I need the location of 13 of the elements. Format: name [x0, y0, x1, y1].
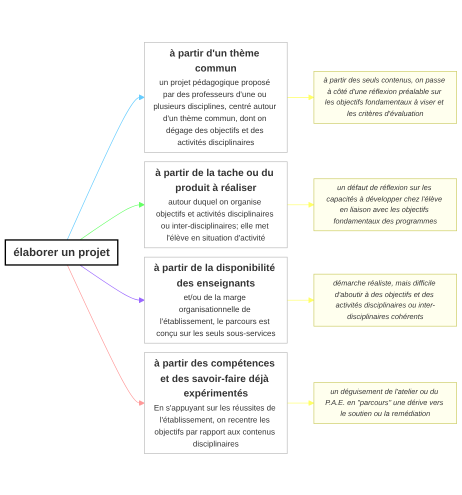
arrow — [286, 296, 314, 303]
node-box: élaborer un projet — [4, 238, 118, 266]
arrow — [79, 264, 145, 303]
arrow — [67, 264, 145, 406]
node-box: à partir de la tache ou du produit à réaliser autour duquel on organise objectifs et activités disciplinaires ou inter-disciplinaires; elle met l'élève en situation d'activité — [144, 160, 288, 248]
arrow — [286, 400, 314, 406]
arrow — [66, 94, 145, 240]
arrow — [79, 201, 145, 240]
node-box: à partir d'un thème commun un projet pédagogique proposé par des professeurs d'une ou plusieurs disciplines, centré autour d'un thème commun, dont on dégage des objectifs et des activités disciplinaires — [144, 42, 288, 152]
node-box: à partir de la disponibilité des enseignants et/ou de la marge organisationnelle de l'établissement, le parcours est conçu sur les seuls sous-services — [144, 256, 288, 344]
arrow — [286, 201, 314, 208]
arrow — [286, 94, 314, 100]
node-box: à partir des compétences et des savoir-faire déjà expérimentés En s'appuyant sur les réussites de l'établissement, on recentre les objectifs par rapport aux contenus disciplinaires — [144, 352, 288, 454]
